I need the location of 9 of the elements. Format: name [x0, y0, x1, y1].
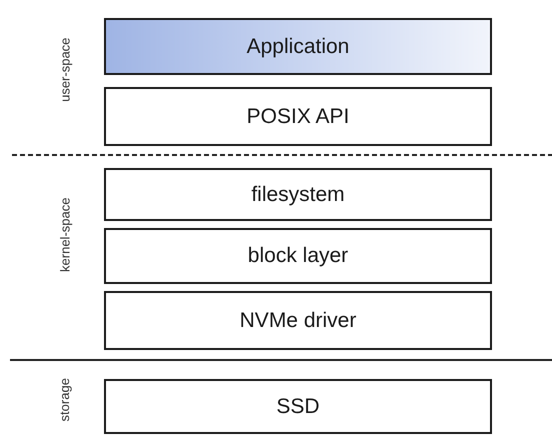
layer-label: storage — [56, 378, 74, 422]
layer-box: NVMe driver — [104, 291, 492, 350]
layer-box: block layer — [104, 228, 492, 284]
layer-box: SSD — [104, 379, 492, 434]
layer-box: Application — [104, 18, 492, 75]
layer-label: kernel-space — [56, 198, 74, 272]
layer-label: user-space — [56, 38, 74, 102]
layer-box: POSIX API — [104, 87, 492, 146]
layer-box: filesystem — [104, 168, 492, 221]
